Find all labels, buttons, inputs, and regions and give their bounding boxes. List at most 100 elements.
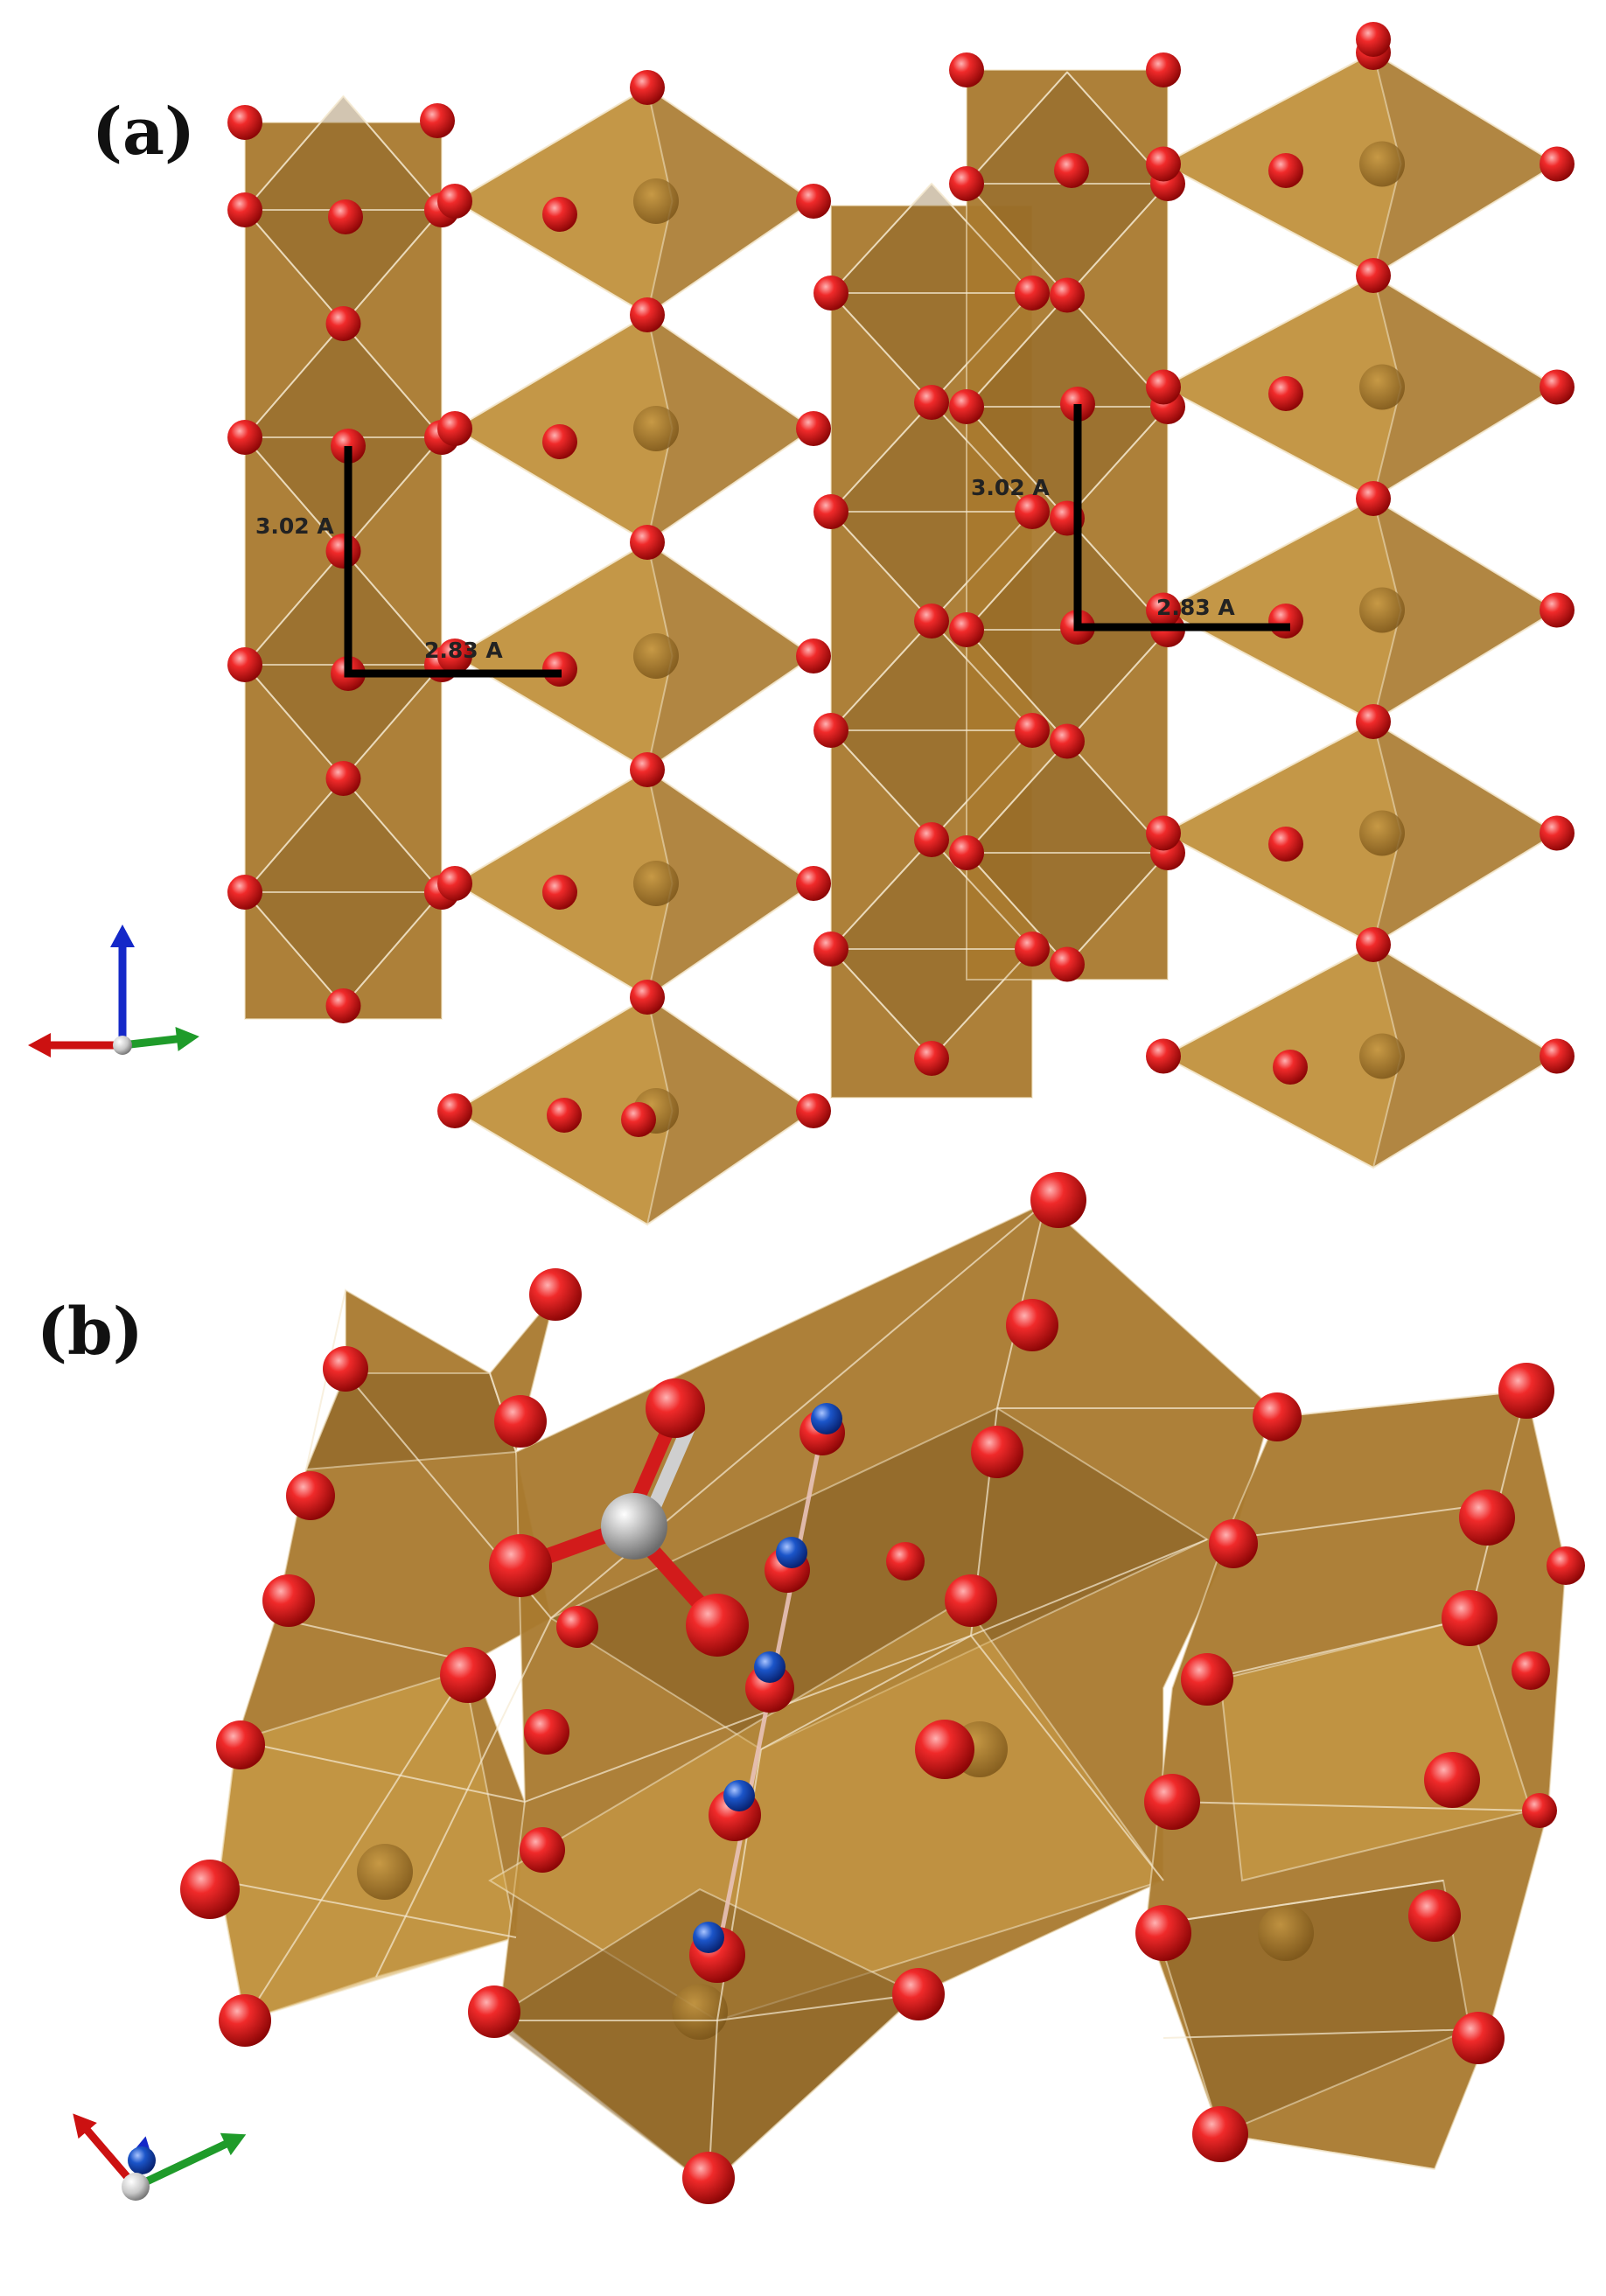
panel-a-column-1-edge: [342, 778, 443, 893]
panel-b-axes-axis: [134, 2137, 234, 2191]
oxygen-atom: [437, 866, 472, 901]
oxygen-atom: [813, 276, 848, 311]
oxygen-atom: [227, 875, 262, 910]
oxygen-atom: [949, 52, 984, 87]
panel-a-column-3-edge: [830, 511, 932, 622]
oxygen-atom: [556, 1606, 598, 1648]
panel-a-column-3-edge: [830, 729, 932, 841]
panel-a-column-4-edge: [966, 71, 1068, 185]
oxygen-atom: [1356, 258, 1391, 293]
panel-a-column-2-edge: [454, 87, 648, 202]
oxygen-atom: [813, 494, 848, 529]
panel-b-edge: [244, 1661, 473, 2021]
panel-a-column-2-edge: [454, 883, 648, 998]
metal-atom: [633, 406, 679, 451]
panel-a-column-3-edge: [931, 948, 1033, 1059]
oxygen-atom: [621, 1102, 656, 1137]
panel-a-column-2-edge: [646, 428, 814, 543]
oxygen-atom: [1015, 713, 1050, 748]
carbon-atom: [601, 1493, 667, 1560]
panel-a-axes-arrowhead: [175, 1026, 199, 1051]
oxygen-atom: [323, 1346, 368, 1392]
panel-b-edge: [1276, 1390, 1527, 1418]
panel-a-column-3-edge: [830, 948, 932, 1059]
panel-b-edge: [760, 1635, 972, 1750]
oxygen-atom: [227, 420, 262, 455]
oxygen-atom: [1144, 1774, 1200, 1830]
panel-a-column-1-edge: [244, 550, 345, 666]
oxygen-atom: [1424, 1752, 1480, 1808]
oxygen-atom: [494, 1395, 547, 1448]
panel-a-column-4-edge: [1066, 852, 1169, 966]
oxygen-atom: [1540, 592, 1575, 628]
oxygen-atom: [886, 1542, 925, 1581]
oxygen-atom: [520, 1827, 565, 1873]
panel-b-axis-blue-ball: [128, 2146, 156, 2174]
panel-b-edge: [275, 1617, 473, 1663]
metal-atom: [633, 633, 679, 679]
blue-atom: [693, 1922, 724, 1953]
oxygen-atom: [1209, 1519, 1258, 1568]
oxygen-atom: [180, 1860, 240, 1919]
oxygen-atom: [1268, 827, 1303, 862]
panel-b-edge: [716, 1993, 919, 2021]
metal-atom: [1359, 587, 1405, 633]
distance-marker-right: [1073, 404, 1290, 632]
panel-a-column-5-edge: [1372, 1055, 1558, 1169]
oxygen-atom: [286, 1471, 335, 1520]
panel-a-axes-origin: [113, 1036, 132, 1055]
panel-a-column-2-edge: [454, 314, 648, 429]
oxygen-atom: [949, 389, 984, 424]
oxygen-atom: [1356, 481, 1391, 516]
panel-a-column-1-edge: [342, 209, 443, 325]
oxygen-atom: [630, 980, 665, 1015]
oxygen-atom: [630, 525, 665, 560]
panel-b-edge: [235, 1740, 526, 1803]
panel-a-column-5-edge: [1163, 52, 1374, 165]
panel-a-column-3-edge: [931, 620, 1033, 731]
panel-a-column-3-edge: [931, 729, 1033, 841]
oxygen-atom: [1356, 22, 1391, 57]
distance-marker-left: [344, 446, 562, 678]
panel-a-column-3-edge: [830, 183, 932, 294]
panel-label-b: (b): [37, 1295, 143, 1370]
blue-atom: [776, 1537, 807, 1568]
panel-a-column-2-edge: [454, 769, 648, 884]
panel-a-column-5-edge: [1163, 386, 1374, 499]
oxygen-atom: [1498, 1363, 1554, 1419]
oxygen-atom: [1146, 592, 1181, 628]
panel-a-column-5-edge: [1372, 721, 1558, 834]
panel-a-column-2-edge: [454, 428, 648, 543]
oxygen-atom: [686, 1594, 749, 1657]
panel-a-column-4-edge: [966, 517, 1068, 631]
panel-a-column-1-edge: [244, 209, 345, 325]
oxygen-atom: [1273, 1050, 1308, 1085]
measurement-layer: 3.02 A2.83 A3.02 A2.83 A: [255, 404, 1290, 678]
oxygen-atom: [216, 1720, 265, 1769]
oxygen-atom: [437, 411, 472, 446]
oxygen-atom: [1135, 1905, 1191, 1961]
panel-b-axis-origin-ball: [122, 2173, 150, 2201]
oxygen-atom: [1540, 1038, 1575, 1074]
panel-a-column-2-edge: [454, 996, 648, 1112]
panel-a-column-4-edge: [1066, 406, 1169, 520]
panel-a-column-2-edge: [646, 996, 814, 1112]
panel-a-column-5-edge: [1163, 275, 1374, 388]
oxygen-atom: [1050, 723, 1085, 759]
panel-a-column-3-edge: [931, 183, 1033, 294]
oxygen-atom: [1540, 146, 1575, 182]
oxygen-atom: [1459, 1490, 1515, 1546]
metal-atom: [1359, 1033, 1405, 1079]
oxygen-atom: [1146, 1038, 1181, 1074]
oxygen-atom: [489, 1534, 552, 1597]
panel-a-column-5-edge: [1372, 386, 1558, 499]
panel-b-axes-arrowhead: [220, 2132, 247, 2156]
oxygen-atom: [542, 197, 577, 232]
panel-a-column-5-edge: [1372, 498, 1558, 611]
oxygen-atom: [1050, 277, 1085, 313]
oxygen-atom: [542, 875, 577, 910]
oxygen-atom: [796, 866, 831, 901]
oxygen-atom: [1268, 604, 1303, 639]
panel-a-column-5-edge: [1163, 721, 1374, 834]
